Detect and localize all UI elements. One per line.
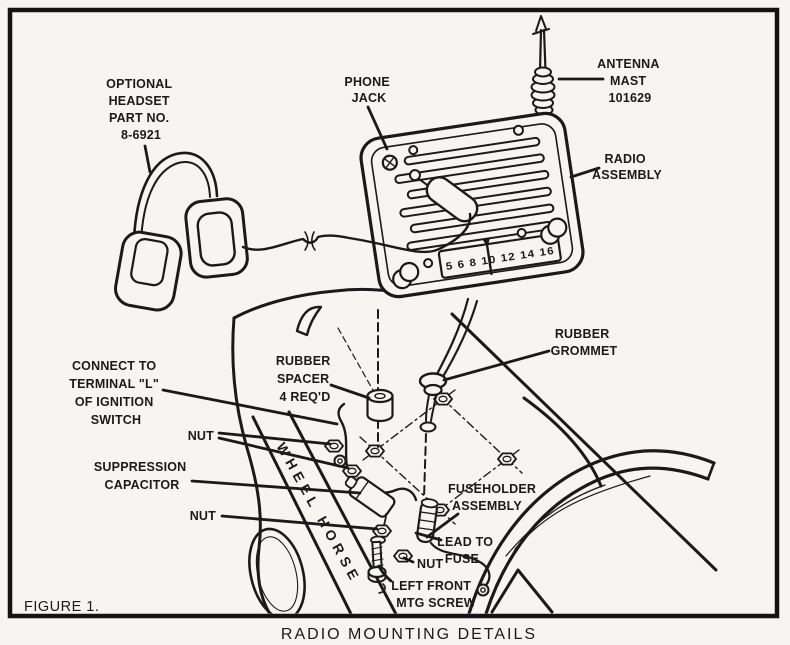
mounting-nut bbox=[497, 452, 517, 466]
leader-rubber-grommet bbox=[442, 349, 551, 382]
wheel-spokes bbox=[490, 568, 554, 614]
hood-top-edge bbox=[232, 288, 392, 320]
antenna-mast-part bbox=[530, 15, 556, 116]
label-nut-upper: NUT bbox=[188, 429, 214, 443]
antenna-lead-wire bbox=[418, 297, 479, 433]
figure-number: FIGURE 1. bbox=[24, 599, 99, 615]
leader-rubber-spacer bbox=[329, 383, 371, 400]
leader-nut-middle bbox=[220, 514, 379, 531]
leader-radio-assembly bbox=[569, 166, 601, 179]
leader-nut-upper-2 bbox=[217, 436, 350, 470]
label-left-front-mtg-screw: LEFT FRONT MTG SCREW bbox=[391, 579, 476, 610]
label-lead-to-fuse: LEAD TO FUSE bbox=[437, 535, 497, 566]
earpiece-left bbox=[114, 230, 183, 312]
cable-twist bbox=[304, 231, 316, 251]
dial-plate: 5 6 8 10 12 14 16 bbox=[437, 233, 562, 279]
figure-border bbox=[7, 7, 780, 619]
wheel-rim-detail bbox=[505, 484, 606, 557]
label-optional-headset: OPTIONAL HEADSET PART NO. 8-6921 bbox=[106, 77, 176, 142]
ring-terminal bbox=[476, 583, 490, 597]
mounting-bracket-hardware bbox=[324, 402, 491, 597]
label-suppression-capacitor: SUPPRESSION CAPACITOR bbox=[94, 460, 190, 492]
washer bbox=[419, 421, 437, 433]
alignment-thin-line bbox=[337, 327, 375, 393]
steering-wheel-drawing bbox=[467, 449, 716, 614]
case-screw bbox=[512, 124, 524, 136]
radio-knob-right bbox=[540, 217, 568, 245]
leader-phone-jack bbox=[366, 105, 389, 151]
headset-cable bbox=[241, 212, 472, 254]
label-nut-middle: NUT bbox=[190, 509, 216, 523]
label-rubber-grommet: RUBBER GROMMET bbox=[551, 327, 618, 358]
label-rubber-spacer: RUBBER SPACER 4 REQ'D bbox=[276, 354, 334, 404]
case-screw bbox=[516, 227, 527, 238]
case-screw bbox=[408, 145, 419, 156]
leader-connect-ignition bbox=[161, 388, 339, 426]
label-nut-lower: NUT bbox=[417, 557, 443, 571]
dial-pointer bbox=[482, 237, 491, 248]
headband-outer bbox=[132, 151, 219, 242]
leader-fuseholder bbox=[425, 512, 460, 539]
rubber-grommet-lower bbox=[423, 383, 443, 397]
fuse-lead-wire bbox=[429, 541, 491, 589]
cowl-curve bbox=[522, 396, 603, 488]
headset-plug bbox=[425, 176, 479, 223]
nut-part bbox=[324, 439, 344, 453]
leader-mtg-screw bbox=[377, 564, 393, 583]
radio-assembly-drawing: 5 6 8 10 12 14 16 bbox=[359, 111, 585, 299]
front-grille bbox=[248, 527, 306, 614]
suppression-capacitor-part bbox=[344, 475, 396, 518]
leader-nut-lower bbox=[402, 556, 415, 564]
leader-suppression-capacitor bbox=[190, 479, 362, 495]
headset-drawing bbox=[114, 151, 472, 312]
label-antenna-mast: ANTENNA MAST 101629 bbox=[597, 57, 663, 105]
nut-part bbox=[372, 524, 392, 538]
earpiece-right bbox=[184, 197, 249, 279]
figure-caption: RADIO MOUNTING DETAILS bbox=[281, 626, 537, 643]
phone-jack-part bbox=[381, 154, 398, 171]
wheel-rim-detail bbox=[514, 475, 651, 550]
mounting-nut bbox=[365, 444, 385, 458]
radio-knob-left bbox=[392, 261, 420, 290]
label-fuseholder-assembly: FUSEHOLDER ASSEMBLY bbox=[448, 482, 540, 513]
wheel-rim-end bbox=[706, 461, 716, 481]
leader-optional-headset bbox=[143, 144, 152, 174]
hood-fin bbox=[295, 305, 323, 337]
second-jack bbox=[408, 169, 421, 182]
callout-leaders bbox=[143, 77, 605, 583]
headband-inner bbox=[140, 161, 211, 243]
label-radio-assembly: RADIO ASSEMBLY bbox=[592, 152, 662, 182]
label-phone-jack: PHONE JACK bbox=[344, 75, 393, 105]
antenna-coil bbox=[530, 66, 556, 116]
label-connect-ignition: CONNECT TO TERMINAL "L" OF IGNITION SWIT… bbox=[69, 359, 162, 427]
lead-hidden-dashed-line bbox=[423, 433, 427, 499]
wheel-rim-outer bbox=[467, 449, 716, 614]
radio-face bbox=[370, 123, 574, 287]
rubber-spacer-part bbox=[366, 388, 394, 423]
case-screw bbox=[423, 258, 434, 269]
wheel-rim-inner bbox=[484, 466, 710, 614]
leader-nut-upper-1 bbox=[217, 431, 332, 446]
hood-right-edge bbox=[450, 312, 718, 572]
leader-lead-to-fuse bbox=[414, 531, 443, 542]
